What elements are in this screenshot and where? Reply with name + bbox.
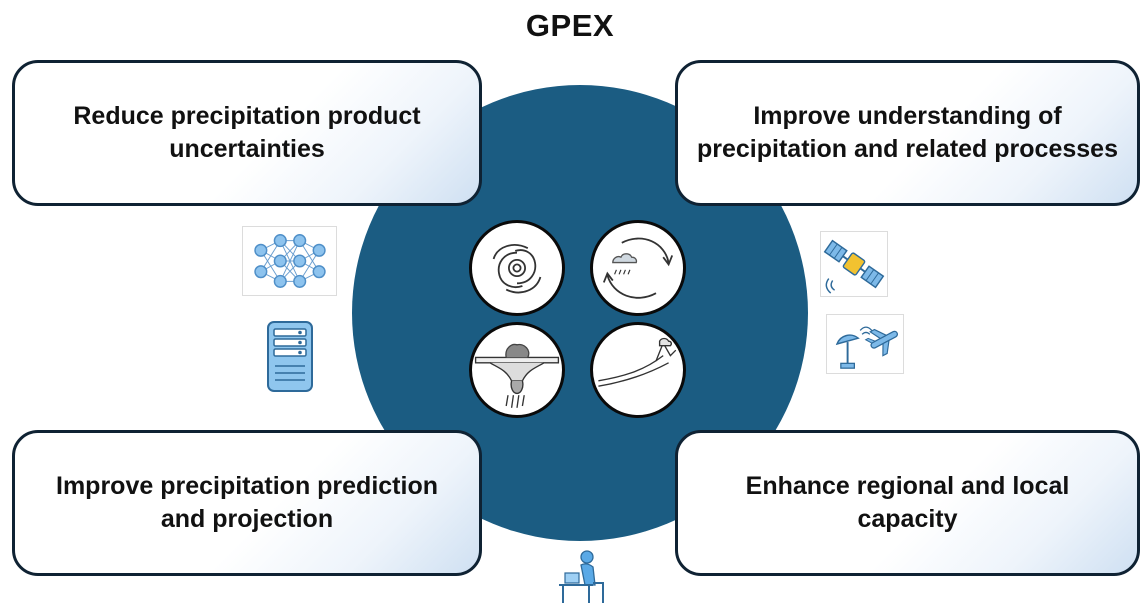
neural-network-icon (242, 226, 337, 296)
satellite-icon (820, 231, 888, 297)
water-cycle-icon (590, 220, 686, 316)
mountain-orographic-icon (590, 322, 686, 418)
goal-box-improve-prediction: Improve precipitation prediction and pro… (12, 430, 482, 576)
goal-box-reduce-uncertainties: Reduce precipitation product uncertainti… (12, 60, 482, 206)
goal-text-reduce-uncertainties: Reduce precipitation product uncertainti… (73, 101, 421, 164)
person-at-computer-icon (553, 543, 617, 603)
diagram-title: GPEX (525, 8, 615, 43)
aircraft-radar-icon (826, 314, 904, 374)
data-server-icon (266, 320, 314, 393)
tropical-cyclone-icon (469, 220, 565, 316)
convective-storm-icon (469, 322, 565, 418)
goal-text-improve-prediction: Improve precipitation prediction and pro… (56, 471, 438, 534)
goal-box-improve-understanding: Improve understanding of precipitation a… (675, 60, 1140, 206)
goal-box-enhance-capacity: Enhance regional and local capacity (675, 430, 1140, 576)
goal-text-improve-understanding: Improve understanding of precipitation a… (697, 101, 1118, 164)
goal-text-enhance-capacity: Enhance regional and local capacity (745, 471, 1070, 534)
